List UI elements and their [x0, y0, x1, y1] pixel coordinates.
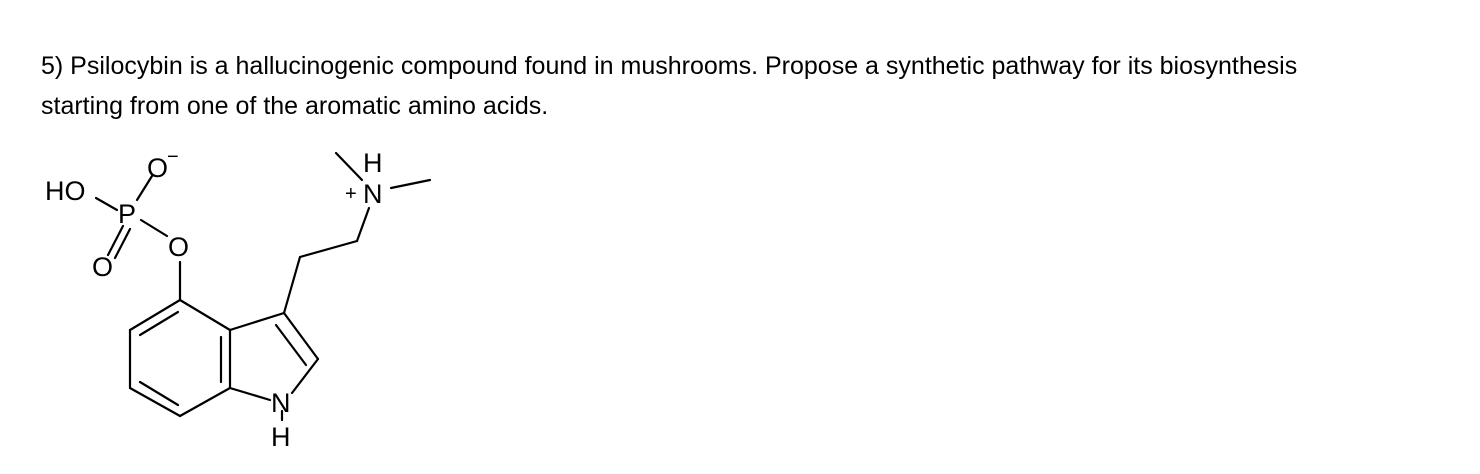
atom-ho: HO: [45, 176, 86, 206]
ring-bond-1: [178, 298, 232, 332]
methyl-bond-top: [334, 151, 364, 182]
atom-n-ammonium: N: [363, 179, 383, 209]
atom-o-ester: O: [168, 232, 189, 262]
atom-h-indole: H: [271, 422, 291, 452]
question-line-1: 5) Psilocybin is a hallucinogenic compou…: [41, 52, 1298, 80]
pyrrole-bond-n-c7a: [228, 386, 272, 402]
question-line-2: starting from one of the aromatic amino …: [41, 92, 549, 120]
ring-inner-1: [138, 310, 180, 337]
atom-n-indole: N: [271, 388, 291, 418]
charge-plus: +: [345, 183, 357, 205]
pyrrole-bond-c3-c2-inner: [274, 323, 308, 367]
atom-o-double: O: [92, 252, 113, 282]
bond-p-oester: [139, 218, 169, 238]
atom-h-ammonium: H: [363, 148, 383, 178]
pyrrole-bond-c3a-c3: [228, 311, 286, 332]
sidechain-bond-2: [298, 239, 359, 259]
ring-bond-4: [128, 386, 182, 418]
bond-ho-p: [94, 196, 119, 212]
ring-bond-3: [178, 386, 232, 418]
charge-minus: −: [167, 146, 179, 168]
ring-bond-6: [128, 298, 182, 332]
sidechain-bond-1: [282, 255, 302, 315]
atom-p: P: [118, 199, 136, 229]
atom-o-minus: O: [147, 153, 168, 183]
bond-p-ominus: [135, 174, 154, 202]
sidechain-bond-3: [355, 206, 371, 243]
methyl-bond-right: [389, 178, 432, 190]
ring-inner-2: [138, 380, 180, 407]
question-text: 5) Psilocybin is a hallucinogenic compou…: [41, 46, 1471, 126]
pyrrole-bond-c2-n: [290, 357, 320, 395]
pyrrole-bond-c3-c2: [282, 311, 320, 361]
bond-p-odouble-1: [106, 224, 125, 257]
bond-p-odouble-2: [113, 227, 132, 260]
